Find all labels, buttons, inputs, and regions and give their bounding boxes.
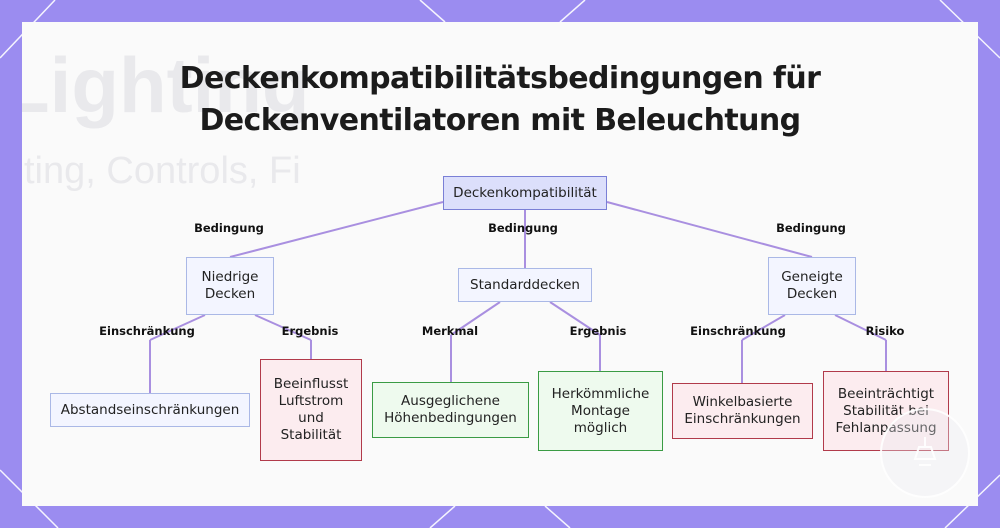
edge-label-condition-standard: Bedingung	[488, 221, 558, 235]
edge-label-condition-low: Bedingung	[194, 221, 264, 235]
node-angle-limits: Winkelbasierte Einschränkungen	[672, 383, 813, 439]
edge-label-std-feature: Merkmal	[421, 324, 479, 338]
title-line-2: Deckenventilatoren mit Beleuchtung	[199, 103, 802, 138]
node-root: Deckenkompatibilität	[443, 176, 607, 210]
background-ghost-title: Lighting	[22, 41, 310, 129]
edge-label-slope-risk: Risiko	[865, 324, 905, 338]
background-ghost-subtitle: ting, Controls, Fi	[24, 150, 301, 192]
title-line-1: Deckenkompatibilitätsbedingungen für	[179, 61, 821, 96]
lamp-icon	[913, 437, 937, 466]
node-standard-ceilings: Standarddecken	[458, 268, 592, 302]
node-sloped-ceilings: Geneigte Decken	[768, 257, 856, 315]
edge-label-condition-sloped: Bedingung	[776, 221, 846, 235]
node-low-ceilings: Niedrige Decken	[186, 257, 274, 315]
edge-label-low-result: Ergebnis	[281, 324, 339, 338]
edge-label-std-result: Ergebnis	[569, 324, 627, 338]
node-conventional-mount: Herkömmliche Montage möglich	[538, 371, 663, 451]
node-balanced-height: Ausgeglichene Höhenbedingungen	[372, 382, 529, 438]
node-airflow-stability: Beeinflusst Luftstrom und Stabilität	[260, 359, 362, 461]
edge-label-low-limit: Einschränkung	[99, 324, 195, 338]
edge-label-slope-limit: Einschränkung	[690, 324, 786, 338]
lamp-badge	[880, 408, 970, 498]
node-clearance-limits: Abstandseinschränkungen	[50, 393, 250, 427]
page-title: Deckenkompatibilitätsbedingungen für Dec…	[0, 58, 1000, 142]
